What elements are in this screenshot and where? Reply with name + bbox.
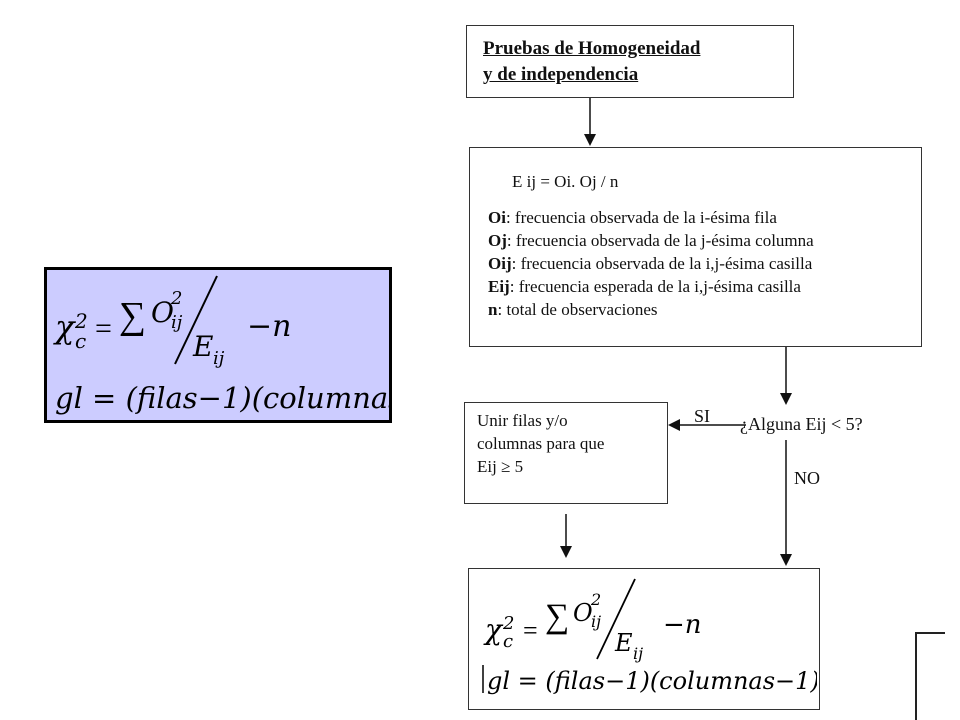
partial-box-edge — [915, 632, 945, 720]
chi-symbol: χ — [483, 613, 504, 646]
arrow-yes-to-join — [668, 419, 746, 431]
denominator-sub: ij — [633, 644, 643, 663]
degrees-of-freedom: gl = (filas−1)(columnas−1) — [55, 381, 389, 415]
numerator-power: 2 — [590, 590, 601, 609]
title-box: Pruebas de Homogeneidad y de independenc… — [466, 25, 794, 98]
numerator-power: 2 — [170, 288, 182, 309]
chi-power: 2 — [502, 613, 514, 634]
numerator: O — [573, 599, 593, 627]
denominator-sub: ij — [213, 348, 225, 369]
expected-frequency-formula: E ij = Oi. Oj / n — [512, 172, 619, 191]
chi-square-formula-left: χ 2 c = ∑ O 2 ij E ij −n gl = (filas−1)(… — [44, 267, 457, 423]
definition-eij: Eij: frecuencia esperada de la i,j-ésima… — [488, 277, 801, 296]
numerator-sub: ij — [591, 612, 601, 631]
yes-label: SI — [694, 406, 711, 426]
minus-n: −n — [247, 309, 291, 344]
chi-power: 2 — [74, 309, 88, 333]
decision-question: ¿Alguna Eij < 5? — [740, 414, 863, 434]
equals-sign: = — [95, 312, 112, 345]
numerator-sub: ij — [171, 312, 183, 333]
numerator: O — [151, 296, 174, 329]
title-line-2: y de independencia — [483, 64, 639, 85]
equals-sign: = — [523, 616, 538, 645]
arrow-definitions-to-decision — [780, 347, 792, 405]
arrow-no-to-formula — [780, 440, 792, 566]
join-line-1: Unir filas y/o — [477, 411, 568, 430]
definitions-box: E ij = Oi. Oj / n Oi: frecuencia observa… — [469, 147, 922, 347]
join-line-2: columnas para que — [477, 434, 605, 453]
denominator: E — [614, 629, 633, 657]
chi-symbol: χ — [53, 308, 76, 346]
degrees-of-freedom: gl = (filas−1)(columnas−1) — [487, 667, 817, 695]
arrow-join-to-formula — [560, 514, 572, 558]
sum-symbol: ∑ — [545, 598, 569, 635]
join-line-3: Eij ≥ 5 — [477, 457, 524, 476]
no-label: NO — [794, 468, 820, 488]
chi-sub: c — [75, 329, 86, 353]
chi-square-formula-bottom: χ 2 c = ∑ O 2 ij E ij −n gl = (filas−1)(… — [468, 568, 820, 710]
definition-oj: Oj: frecuencia observada de la j-ésima c… — [488, 231, 814, 250]
chi-square-formula-left-graphic: χ 2 c = ∑ O 2 ij E ij −n gl = (filas−1)(… — [53, 275, 457, 415]
chi-sub: c — [503, 631, 513, 652]
definition-oi: Oi: frecuencia observada de la i-ésima f… — [488, 208, 777, 227]
minus-n: −n — [663, 610, 702, 640]
definition-oij: Oij: frecuencia observada de la i,j-ésim… — [488, 254, 813, 273]
definition-n: n: total de observaciones — [488, 300, 658, 319]
chi-square-formula-bottom-graphic: χ 2 c = ∑ O 2 ij E ij −n gl = (filas−1)(… — [482, 578, 820, 695]
sum-symbol: ∑ — [119, 295, 146, 337]
title-line-1: Pruebas de Homogeneidad — [483, 38, 701, 59]
fraction-slash — [596, 578, 636, 660]
arrow-title-to-definitions — [584, 98, 596, 146]
fraction-slash — [174, 275, 218, 365]
denominator: E — [192, 330, 213, 363]
join-rows-box: Unir filas y/o columnas para que Eij ≥ 5 — [464, 402, 668, 504]
